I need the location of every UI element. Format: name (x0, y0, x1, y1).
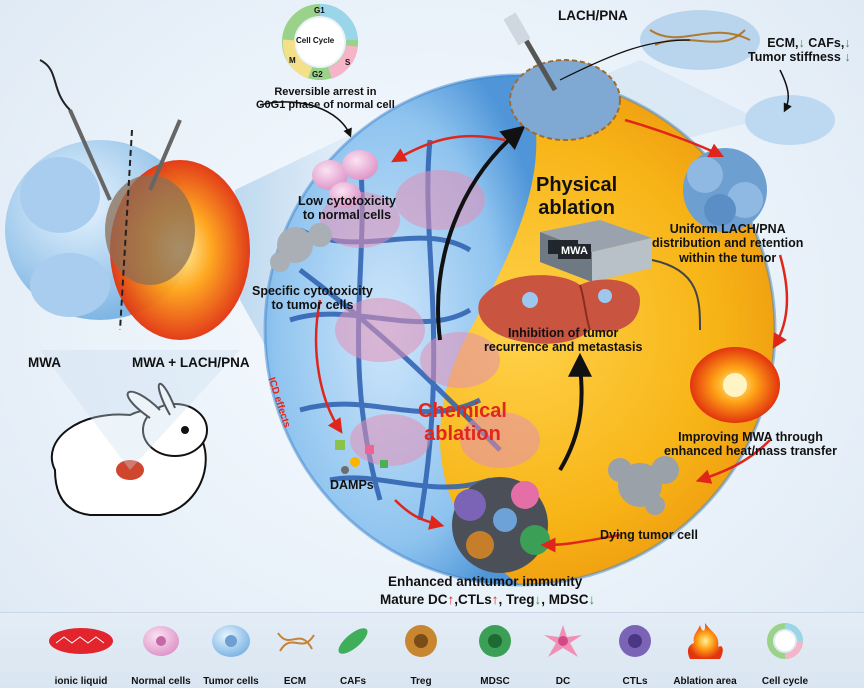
treg-icon (405, 625, 437, 657)
legend-item-ablation-area: Ablation area (662, 621, 748, 687)
liver-graphic (478, 275, 640, 344)
cycle-arrows (314, 118, 789, 553)
damps-graphic (335, 440, 388, 474)
arrest-arrow (259, 101, 352, 138)
phase-s-label: S (345, 58, 351, 67)
legend-item-normal-cells: Normal cells (118, 621, 204, 687)
legend-item-cafs: CAFs (310, 621, 396, 687)
phase-g2-label: G2 (312, 70, 323, 79)
cell-cycle-ring (282, 3, 358, 80)
legend: ionic liquid Normal cells Tumor cells EC… (0, 612, 864, 688)
ctl-icon (619, 625, 651, 657)
tumor-debris (270, 223, 332, 272)
mwa-lach-label: MWA + LACH/PNA (132, 355, 250, 370)
specific-cytotoxicity-label: Specific cytotoxicity to tumor cells (252, 284, 373, 313)
legend-item-ctls: CTLs (592, 621, 678, 687)
rabbit-graphic (50, 382, 208, 516)
ecm-icon (277, 632, 315, 652)
legend-item-treg: Treg (378, 621, 464, 687)
enhanced-immunity-label: Enhanced antitumor immunity (388, 574, 583, 589)
inhibition-label: Inhibition of tumor recurrence and metas… (484, 326, 643, 355)
immune-markers-label: Mature DC↑,CTLs↑, Treg↓, MDSC↓ (380, 592, 596, 607)
normal-cell-icon (143, 626, 179, 656)
lach-pna-top-label: LACH/PNA (558, 8, 628, 23)
ionic-liquid-icon (49, 628, 113, 654)
dying-tumor-cell-label: Dying tumor cell (600, 528, 698, 542)
legend-item-tumor-cells: Tumor cells (188, 621, 274, 687)
connector-line (559, 39, 691, 81)
mwa-device-label: MWA (558, 244, 591, 259)
legend-item-dc: DC (520, 621, 606, 687)
legend-item-ecm: ECM (252, 621, 338, 687)
ecm-tumor-top-right (640, 10, 835, 145)
phase-m-label: M (289, 56, 296, 65)
reversible-arrest-label: Reversible arrest in G0G1 phase of norma… (256, 86, 395, 111)
dying-tumor-cell-graphic (608, 456, 679, 515)
arrow-upper-curve (436, 125, 526, 341)
legend-item-ionic-liquid: ionic liquid (38, 621, 124, 687)
improving-mwa-label: Improving MWA through enhanced heat/mass… (664, 430, 837, 459)
uniform-distribution-label: Uniform LACH/PNA distribution and retent… (652, 222, 804, 265)
cell-cycle-title: Cell Cycle (296, 36, 335, 45)
normal-cells-graphic (312, 150, 378, 208)
left-tumor-graphic (5, 59, 250, 340)
legend-item-mdsc: MDSC (452, 621, 538, 687)
dc-icon (544, 625, 582, 657)
injected-tumor-top (503, 12, 621, 141)
damps-label: DAMPs (330, 478, 374, 492)
ecm-cafs-label: ECM,↓ CAFs,↓ Tumor stiffness ↓ (748, 36, 851, 65)
low-cytotoxicity-label: Low cytotoxicity to normal cells (298, 194, 396, 223)
burning-tumor-right (690, 347, 780, 423)
phase-g1-label: G1 (314, 6, 325, 15)
rabbit-beam (40, 350, 240, 470)
legend-item-cell-cycle: Cell cycle (742, 621, 828, 687)
immune-cell-cluster (452, 477, 550, 573)
mdsc-icon (479, 625, 511, 657)
mwa-left-label: MWA (28, 355, 61, 370)
tumor-cell-icon (212, 625, 250, 657)
chemical-ablation-label: Chemical ablation (418, 400, 507, 445)
physical-ablation-label: Physical ablation (536, 174, 618, 219)
uniform-distribution-tumor (683, 148, 767, 232)
ablation-area-icon (687, 623, 723, 659)
arrow-lower-curve (558, 352, 593, 472)
caf-icon (338, 628, 368, 654)
cell-cycle-icon (767, 623, 803, 659)
